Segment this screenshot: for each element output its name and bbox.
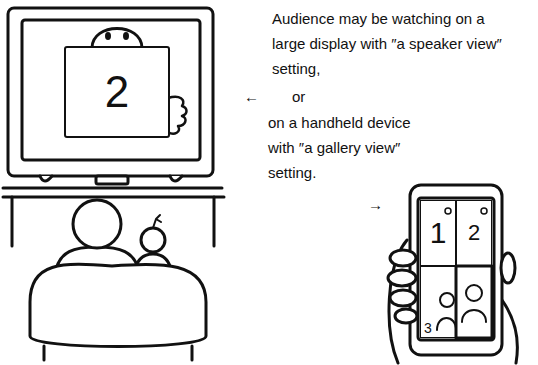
hand	[388, 250, 515, 323]
video-tile: 1	[420, 200, 456, 266]
video-tile: 2	[456, 200, 492, 266]
tv-set	[8, 8, 213, 184]
couch	[30, 264, 206, 360]
number-card: 2	[64, 46, 170, 138]
tile-number: 3	[424, 321, 432, 335]
tile-number: 2	[468, 222, 480, 244]
caption-note: Audience may be watching on a large disp…	[272, 6, 522, 81]
caption-note: on a handheld device with ″a gallery vie…	[268, 110, 440, 185]
video-tile: 3	[420, 266, 456, 338]
tile-number: 1	[430, 218, 447, 248]
arrow-mark: →	[368, 192, 392, 217]
arrow-mark: or	[292, 84, 332, 109]
arrow-mark: ←	[244, 84, 268, 109]
tile-number: 2	[105, 70, 129, 114]
